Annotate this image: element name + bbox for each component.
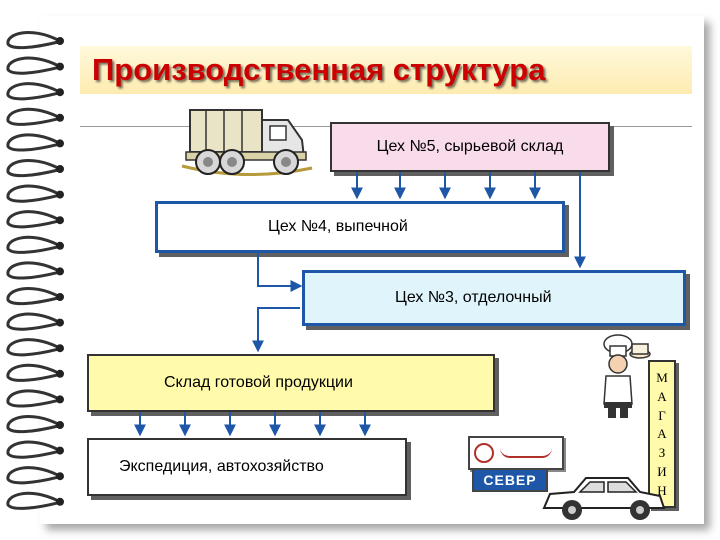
- spiral-ring-icon: [6, 184, 64, 203]
- shop-letter: И: [657, 464, 667, 480]
- spiral-ring-icon: [6, 363, 64, 382]
- warehouse-box: Склад готовой продукции: [87, 354, 495, 412]
- spiral-ring-icon: [6, 31, 64, 50]
- script-logo-icon: [500, 448, 552, 458]
- shop3-box: Цех №3, отделочный: [302, 270, 686, 326]
- shop-letter: А: [657, 388, 667, 404]
- chef-icon: [603, 334, 651, 418]
- shop-letter: А: [657, 426, 667, 442]
- spiral-ring-icon: [6, 389, 64, 408]
- spiral-ring-icon: [6, 235, 64, 254]
- store-logo-2: СЕВЕР: [472, 468, 548, 492]
- truck-icon: [181, 109, 313, 176]
- seal-icon: [474, 443, 494, 463]
- title-banner: Производственная структура: [80, 46, 692, 94]
- page-title: Производственная структура: [92, 52, 546, 87]
- spiral-ring-icon: [6, 312, 64, 331]
- shop5-box: Цех №5, сырьевой склад: [330, 122, 610, 172]
- shop-letter: М: [656, 369, 668, 385]
- spiral-ring-icon: [6, 82, 64, 101]
- store-logo-1: [468, 436, 564, 470]
- spiral-ring-icon: [6, 440, 64, 459]
- expedition-label: Экспедиция, автохозяйство: [119, 458, 324, 475]
- shop4-box: Цех №4, выпечной: [155, 201, 565, 253]
- spiral-ring-icon: [6, 159, 64, 178]
- shop3-label: Цех №3, отделочный: [395, 289, 552, 306]
- spiral-ring-icon: [6, 466, 64, 485]
- warehouse-label: Склад готовой продукции: [164, 374, 353, 391]
- logo2-text: СЕВЕР: [483, 472, 537, 488]
- spiral-ring-icon: [6, 56, 64, 75]
- shop-letter: Н: [657, 482, 667, 498]
- shop-letter: З: [658, 445, 666, 461]
- spiral-ring-icon: [6, 107, 64, 126]
- spiral-ring-icon: [6, 338, 64, 357]
- spiral-ring-icon: [6, 261, 64, 280]
- spiral-ring-icon: [6, 415, 64, 434]
- shop5-label: Цех №5, сырьевой склад: [376, 138, 564, 155]
- spiral-ring-icon: [6, 133, 64, 152]
- spiral-ring-icon: [6, 210, 64, 229]
- expedition-box: Экспедиция, автохозяйство: [87, 438, 407, 496]
- shop-letter: Г: [658, 407, 666, 423]
- car-icon: [542, 477, 666, 520]
- spiral-ring-icon: [6, 491, 64, 510]
- shop4-label: Цех №4, выпечной: [268, 218, 408, 235]
- spiral-binding-icon: [6, 31, 64, 510]
- spiral-ring-icon: [6, 287, 64, 306]
